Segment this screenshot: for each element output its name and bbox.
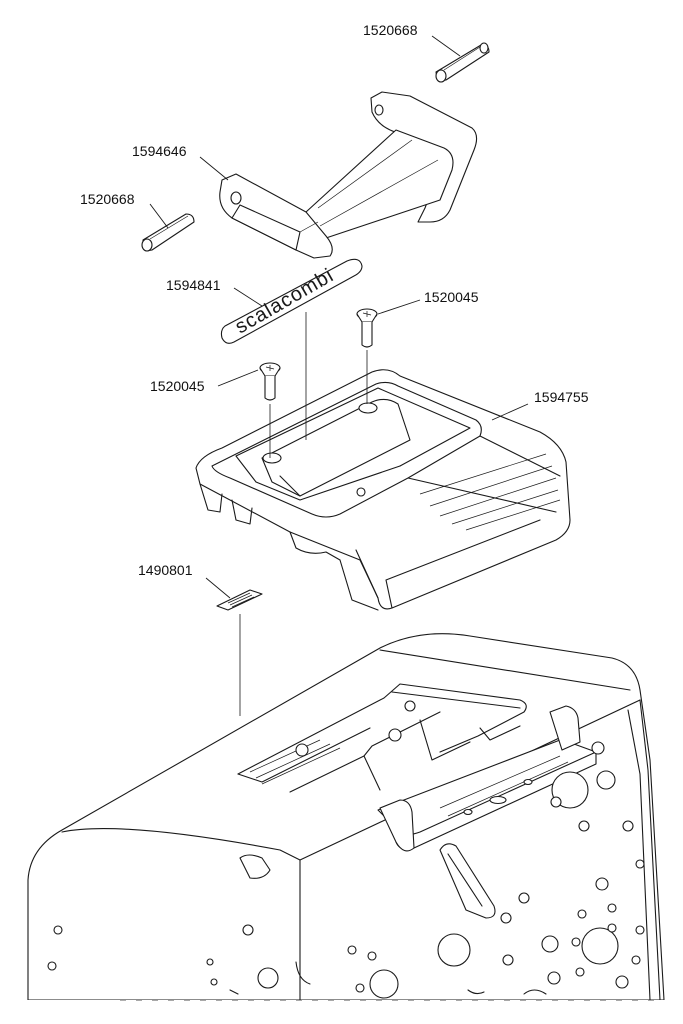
label-screw-left: 1520045 (150, 378, 205, 394)
cover-part (195, 369, 571, 611)
part-labels: 1520668 1594646 1520668 1594841 1520045 … (80, 22, 589, 578)
label-pin-top: 1520668 (363, 22, 418, 38)
logo-plate-text: scalacombi (232, 264, 338, 338)
label-handle: 1594646 (132, 143, 187, 159)
label-logo-plate: 1594841 (166, 277, 221, 293)
screw-left (259, 362, 281, 401)
pin-top-right (435, 42, 490, 83)
label-type-label: 1490801 (138, 562, 193, 578)
assembly-axes (239, 312, 368, 716)
handle-part (219, 91, 478, 259)
leader-lines (149, 35, 529, 599)
screw-right (356, 308, 378, 348)
label-cover: 1594755 (534, 389, 589, 405)
label-pin-left: 1520668 (80, 191, 135, 207)
pin-left (141, 213, 195, 252)
logo-plate: scalacombi (220, 258, 363, 344)
label-screw-right: 1520045 (424, 289, 479, 305)
base-housing (27, 633, 665, 1001)
type-label (216, 589, 263, 611)
